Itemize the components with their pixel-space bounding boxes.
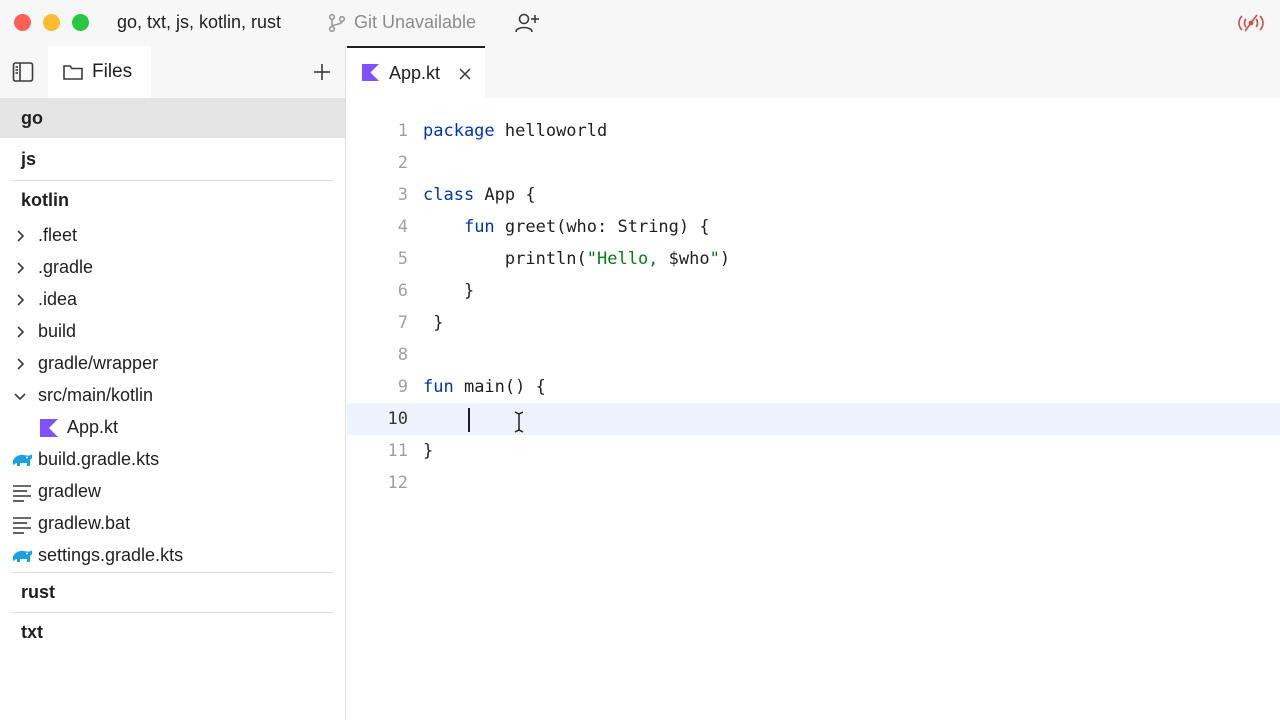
code-text: fun main() { [423,377,546,397]
code-text: } [423,313,444,333]
tree-item-gradle[interactable]: .gradle [0,252,345,284]
line-number: 7 [397,313,408,333]
tree-item-gradle-wrapper[interactable]: gradle/wrapper [0,348,345,380]
files-tab-label: Files [92,61,133,82]
git-branch-icon [328,13,346,32]
code-line: 8 [347,339,1280,371]
tree-item-label: gradlew [38,481,102,501]
code-line: 1 package helloworld [347,115,1280,147]
git-status-label: Git Unavailable [354,12,477,32]
plus-icon[interactable] [310,60,334,84]
line-number: 12 [387,473,408,493]
tree-item-label: settings.gradle.kts [38,545,184,565]
kotlin-file-icon [40,419,58,437]
tree-item-gradlew[interactable]: gradlew [0,476,345,508]
text-file-icon [13,485,31,502]
code-line: 6 } [347,275,1280,307]
code-text: class App { [423,185,536,205]
broadcast-off-icon[interactable] [1236,12,1266,34]
folder-icon [63,65,83,80]
tree-root-js[interactable]: js [21,148,37,169]
code-line-current: 10 [347,403,1280,435]
sidebar-panel-icon[interactable] [11,60,35,84]
tree-divider [12,572,333,573]
line-number: 11 [387,441,408,461]
tree-item-label: App.kt [67,417,119,437]
code-editor[interactable]: 1 package helloworld 2 3 class App { 4 f… [347,98,1280,720]
line-number: 8 [397,345,408,365]
window-close-button[interactable] [14,14,31,31]
tree-item-label: .fleet [38,225,78,245]
line-number: 2 [397,153,408,173]
code-text: package helloworld [423,121,608,141]
window-maximize-button[interactable] [72,14,89,31]
gradle-elephant-icon [12,454,33,466]
sidebar-header: Files [0,46,345,98]
add-person-icon[interactable] [514,11,540,35]
close-icon[interactable] [458,67,472,81]
gradle-elephant-icon [12,550,33,562]
tree-root-kotlin[interactable]: kotlin [21,189,69,210]
tree-item-label: gradlew.bat [38,513,131,533]
line-number: 3 [397,185,408,205]
text-caret [468,408,470,432]
code-text: println("Hello, $who") [423,249,731,269]
chevron-right-icon [17,230,25,242]
code-text: } [423,441,434,461]
tree-item-gradlew-bat[interactable]: gradlew.bat [0,508,345,540]
tree-item-label: gradle/wrapper [38,353,159,373]
chevron-down-icon [14,393,26,401]
text-file-icon [13,517,31,534]
line-number: 9 [397,377,408,397]
tree-divider [12,180,333,181]
tree-item-fleet[interactable]: .fleet [0,220,345,252]
chevron-right-icon [17,358,25,370]
tree-item-label: build [38,321,77,341]
tree-root-rust[interactable]: rust [21,581,56,602]
title-bar: go, txt, js, kotlin, rust Git Unavailabl… [0,0,1280,46]
code-line: 3 class App { [347,179,1280,211]
tree-divider [12,612,333,613]
tree-root-go[interactable]: go [0,98,345,138]
code-line: 2 [347,147,1280,179]
code-line: 7 } [347,307,1280,339]
tree-item-app-kt[interactable]: App.kt [0,412,345,444]
line-number: 1 [397,121,408,141]
git-status[interactable]: Git Unavailable [328,12,476,33]
tree-item-build[interactable]: build [0,316,345,348]
chevron-right-icon [17,326,25,338]
code-line: 4 fun greet(who: String) { [347,211,1280,243]
kotlin-file-icon [362,64,379,81]
tree-item-label: .gradle [38,257,94,277]
tree-item-label: build.gradle.kts [38,449,160,469]
code-line: 5 println("Hello, $who") [347,243,1280,275]
code-text: fun greet(who: String) { [463,217,710,237]
window-minimize-button[interactable] [43,14,60,31]
tab-files[interactable]: Files [48,46,151,98]
chevron-right-icon [17,294,25,306]
line-number: 4 [397,217,408,237]
line-number: 10 [387,409,408,429]
tab-label: App.kt [389,63,441,83]
editor-tab-bar: App.kt [347,46,1280,98]
code-line: 12 [347,467,1280,499]
i-beam-cursor-icon [514,411,524,433]
file-tree-panel: Files go js kotlin .fleet .gradle .idea … [0,46,346,720]
tree-item-label: .idea [38,289,78,309]
project-title[interactable]: go, txt, js, kotlin, rust [117,12,282,32]
line-number: 6 [397,281,408,301]
code-line: 11 } [347,435,1280,467]
code-line: 9 fun main() { [347,371,1280,403]
code-text: } [423,281,475,301]
tree-item-idea[interactable]: .idea [0,284,345,316]
tree-item-label: src/main/kotlin [38,385,154,405]
chevron-right-icon [17,262,25,274]
tree-root-txt[interactable]: txt [21,621,43,642]
tree-item-settings-gradle-kts[interactable]: settings.gradle.kts [0,540,345,572]
tree-item-src-main-kotlin[interactable]: src/main/kotlin [0,380,345,412]
tab-app-kt[interactable]: App.kt [347,46,485,98]
tree-item-build-gradle-kts[interactable]: build.gradle.kts [0,444,345,476]
line-number: 5 [397,249,408,269]
